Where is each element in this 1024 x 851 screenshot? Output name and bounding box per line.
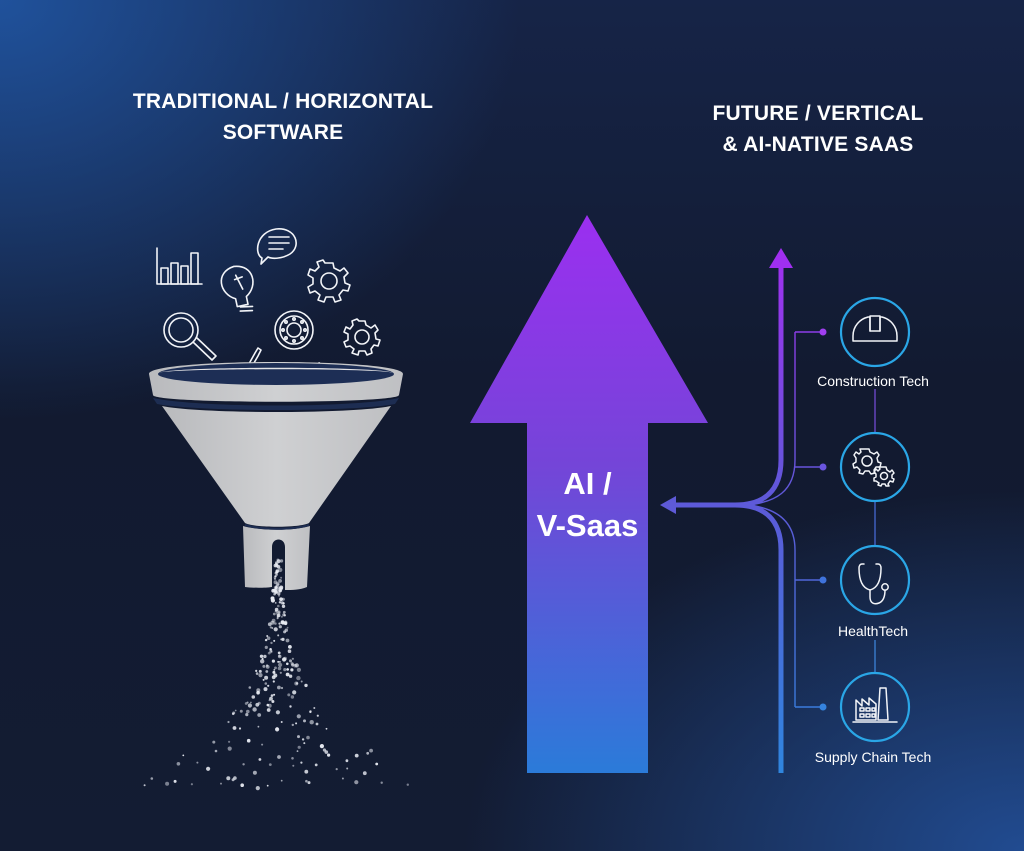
vertical-label-construction: Construction Tech [817, 373, 929, 389]
gears-icon [852, 448, 895, 487]
funnel [149, 362, 403, 590]
right-title: FUTURE / VERTICAL & AI-NATIVE SAAS [618, 98, 1018, 160]
lightbulb-icon [220, 265, 254, 312]
growth-arrow [470, 215, 708, 773]
dial-icon [274, 310, 314, 350]
thin-arrow-up-head [769, 248, 793, 268]
magnifier-icon [163, 312, 217, 361]
big-arrow-label-line-1: AI / [563, 466, 612, 501]
stethoscope-icon [858, 563, 889, 605]
right-title-line-1: FUTURE / VERTICAL [712, 102, 924, 125]
gear-icon [307, 259, 351, 303]
vertical-label-health: HealthTech [837, 623, 909, 639]
left-title-line-2: SOFTWARE [222, 121, 344, 144]
chat-bubble-icon [256, 228, 297, 265]
left-title: TRADITIONAL / HORIZONTAL SOFTWARE [83, 86, 483, 148]
vertical-label-supply: Supply Chain Tech [814, 749, 932, 765]
vertical-circle-gears [839, 431, 911, 503]
vertical-circle-health [839, 544, 911, 616]
hard-hat-icon [852, 315, 898, 342]
branch-dots [819, 328, 827, 711]
big-arrow-label-line-2: V-Saas [536, 508, 639, 543]
arrow-left-head [660, 496, 676, 514]
branch-arrows [672, 265, 822, 773]
vertical-circle-construction [839, 296, 911, 368]
particle-stream [143, 558, 409, 791]
left-title-line-1: TRADITIONAL / HORIZONTAL [132, 90, 434, 113]
vertical-circle-supply [839, 671, 911, 743]
bar-chart-icon [156, 247, 203, 285]
big-arrow-label: AI / V-Saas [500, 463, 675, 547]
gear-icon [343, 318, 381, 356]
factory-icon [852, 687, 898, 723]
right-title-line-2: & AI-NATIVE SAAS [722, 133, 914, 156]
